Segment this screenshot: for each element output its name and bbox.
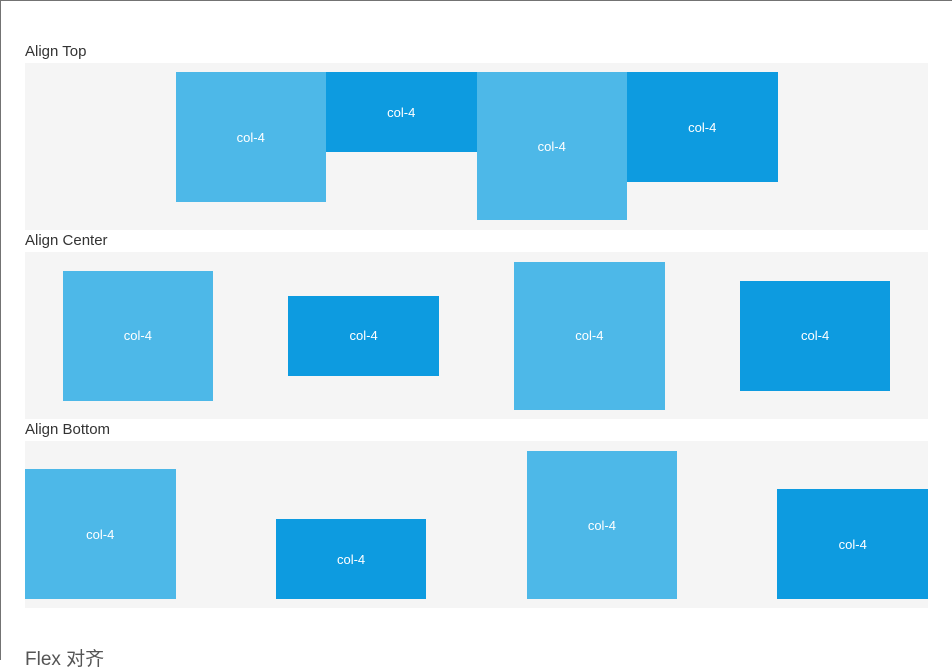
- demo-col: col-4: [476, 72, 627, 220]
- section-align-center: Align Center col-4 col-4 col-4 col-4: [25, 232, 928, 419]
- align-top-container: col-4 col-4 col-4 col-4: [25, 63, 928, 230]
- demo-col: col-4: [739, 280, 891, 391]
- demo-col: col-4: [777, 489, 928, 599]
- align-bottom-heading: Align Bottom: [25, 421, 111, 438]
- align-bottom-container: col-4 col-4 col-4 col-4: [25, 441, 928, 608]
- section-align-bottom: Align Bottom col-4 col-4 col-4 col-4: [25, 421, 928, 608]
- demo-col: col-4: [175, 72, 326, 202]
- demo-col: col-4: [627, 72, 778, 182]
- flex-align-heading: Flex 对齐: [25, 649, 105, 670]
- demo-col: col-4: [514, 261, 665, 410]
- section-align-top: Align Top col-4 col-4 col-4 col-4: [25, 43, 928, 230]
- align-center-heading: Align Center: [25, 232, 108, 249]
- demo-col: col-4: [275, 519, 427, 599]
- demo-col: col-4: [288, 295, 439, 376]
- demo-col: col-4: [25, 469, 176, 599]
- align-center-container: col-4 col-4 col-4 col-4: [25, 252, 928, 419]
- demo-col: col-4: [326, 72, 477, 152]
- demo-col: col-4: [62, 270, 214, 401]
- demo-col: col-4: [526, 451, 678, 599]
- align-top-heading: Align Top: [25, 43, 87, 60]
